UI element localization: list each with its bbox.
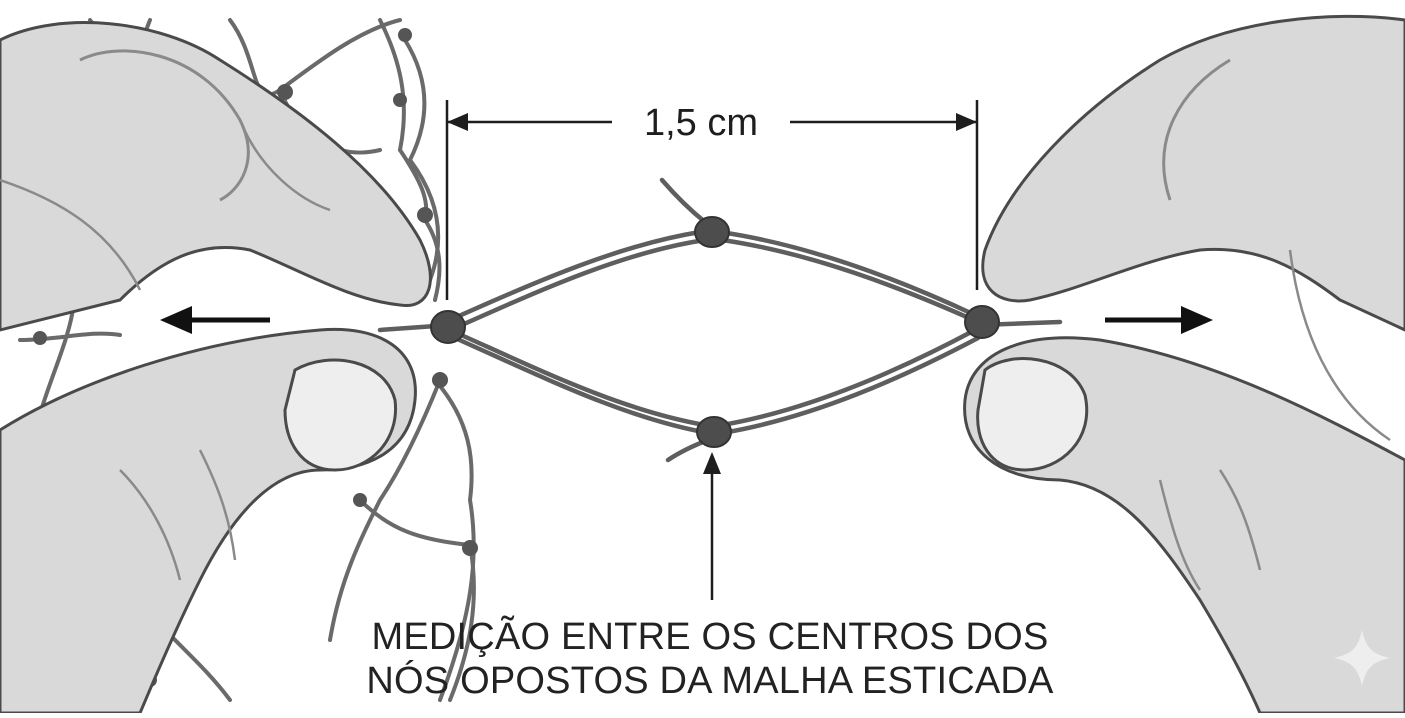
mesh-knots — [430, 216, 1000, 448]
sparkle-icon — [1334, 630, 1390, 686]
right-hand — [963, 14, 1405, 715]
background-net-knots — [33, 28, 478, 687]
right-knot — [964, 305, 1000, 339]
stretched-mesh — [377, 177, 1063, 463]
left-pull-arrow — [160, 306, 270, 334]
caption-line-1: MEDIÇÃO ENTRE OS CENTROS DOS — [371, 616, 1049, 658]
left-hand — [0, 21, 432, 715]
right-pull-arrow — [1105, 306, 1213, 334]
caption-pointer — [703, 452, 721, 600]
bottom-knot — [696, 416, 732, 448]
dimension-left-arrowhead — [447, 113, 468, 131]
top-knot — [694, 216, 730, 248]
left-knot — [430, 310, 466, 344]
dimension-label: 1,5 cm — [612, 102, 790, 144]
caption-line-2: NÓS OPOSTOS DA MALHA ESTICADA — [366, 660, 1054, 702]
dimension-right-arrowhead — [956, 113, 977, 131]
